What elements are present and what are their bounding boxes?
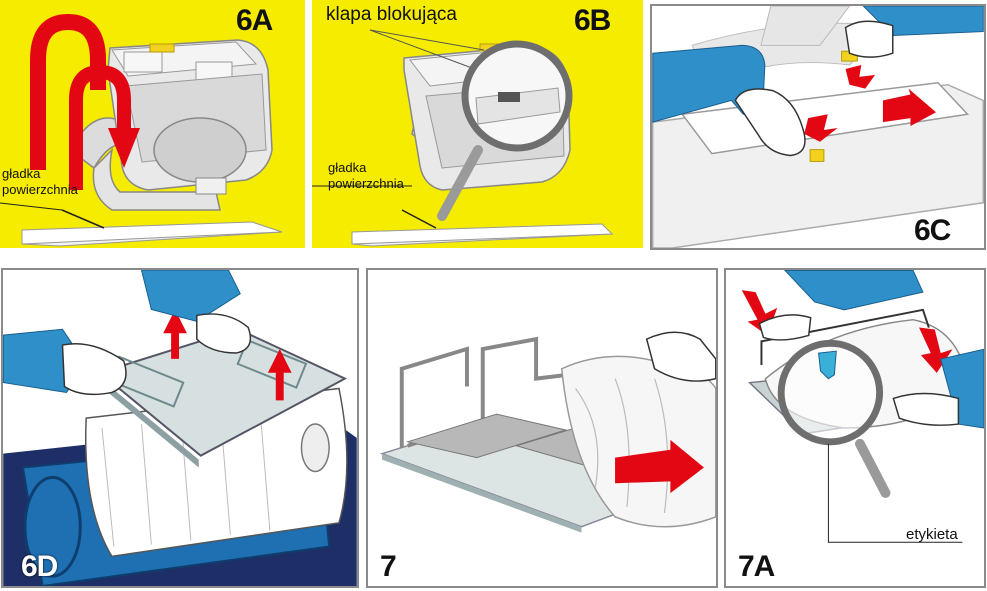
panel-label: 6D: [21, 550, 58, 583]
panel-7: 7: [366, 268, 718, 588]
panel-6d: 6D: [1, 268, 359, 588]
panel-6b: 6B klapa blokująca gładka powierzchnia: [312, 0, 643, 248]
robot-handle: [760, 6, 851, 46]
callout-pointer: [61, 209, 105, 229]
filter-label-tag: [818, 350, 837, 380]
filter-frame-edge: [382, 453, 582, 533]
sleeve-left: [783, 270, 924, 311]
smooth-surface-label: gładka powierzchnia: [2, 166, 78, 197]
magnifier-handle: [437, 145, 483, 221]
robot-foot: [195, 177, 227, 195]
lid-grip-right: [236, 338, 308, 389]
hand-left: [758, 314, 812, 341]
panel-6a: 6A gładka powierzchnia: [0, 0, 305, 248]
panel-label: 6B: [574, 4, 611, 37]
panel-6c: 6C: [650, 4, 986, 250]
filter-lid-removal-illustration: [3, 270, 357, 586]
magnifier-handle: [855, 438, 891, 498]
robot-magnified-illustration: [312, 29, 614, 247]
filter-bag-label-illustration: [741, 270, 984, 543]
red-arrow-pull: [615, 439, 704, 494]
filter-lid-edge: [96, 376, 199, 468]
frame-tray-left: [405, 413, 568, 459]
hand: [645, 331, 716, 382]
callout-line-2: [369, 29, 473, 69]
hand-left: [734, 88, 806, 157]
panel-label: 6A: [236, 4, 273, 37]
red-arrow-head: [108, 128, 140, 168]
hand-right: [844, 20, 894, 58]
hand-right: [892, 392, 960, 426]
track-end-left: [23, 475, 82, 578]
robot-side-illustration: [0, 13, 283, 247]
smooth-surface-top: [21, 221, 283, 245]
callout-pointer: [401, 209, 437, 229]
red-arrow-bottom: [804, 114, 838, 142]
filter-folds: [101, 408, 271, 547]
yellow-latch-bottom: [809, 149, 825, 162]
red-arrow-up-right: [267, 349, 292, 401]
red-bend-arrow-2: [69, 64, 131, 190]
panel-7a: 7A etykieta: [724, 268, 986, 588]
magnified-lid: [475, 87, 561, 125]
red-arrow-top: [845, 65, 876, 89]
callout-line: [827, 443, 963, 543]
red-arrow-up-left: [163, 309, 187, 359]
red-bend-arrow-1: [30, 13, 106, 170]
magnifier-lens: [777, 339, 884, 446]
panel-label: 7: [380, 550, 397, 583]
panel-label: 7A: [738, 550, 775, 583]
top-window-left: [123, 51, 163, 73]
filter-opening: [300, 423, 330, 473]
locking-flap: [498, 92, 520, 102]
filter-cord: [760, 308, 930, 365]
panel-label: 6C: [914, 214, 951, 247]
smooth-surface-label: gładka powierzchnia: [328, 160, 404, 191]
hand-right: [196, 313, 252, 354]
filter-bag: [85, 387, 348, 558]
yellow-latch: [149, 43, 175, 53]
red-arrow-lift: [882, 88, 937, 127]
sleeve-right: [140, 270, 241, 322]
filter-lid-release-illustration: [652, 6, 984, 248]
locking-flap-label: klapa blokująca: [326, 4, 457, 25]
robot-intake: [153, 117, 247, 183]
hand-left: [61, 343, 127, 396]
smooth-surface-top: [351, 223, 614, 245]
callout-line-1: [369, 29, 485, 51]
filter-bag-removal-illustration: [379, 331, 716, 533]
filter-bag-folds: [575, 378, 669, 514]
callout-underline: [0, 202, 63, 211]
label-callout: etykieta: [906, 526, 958, 543]
